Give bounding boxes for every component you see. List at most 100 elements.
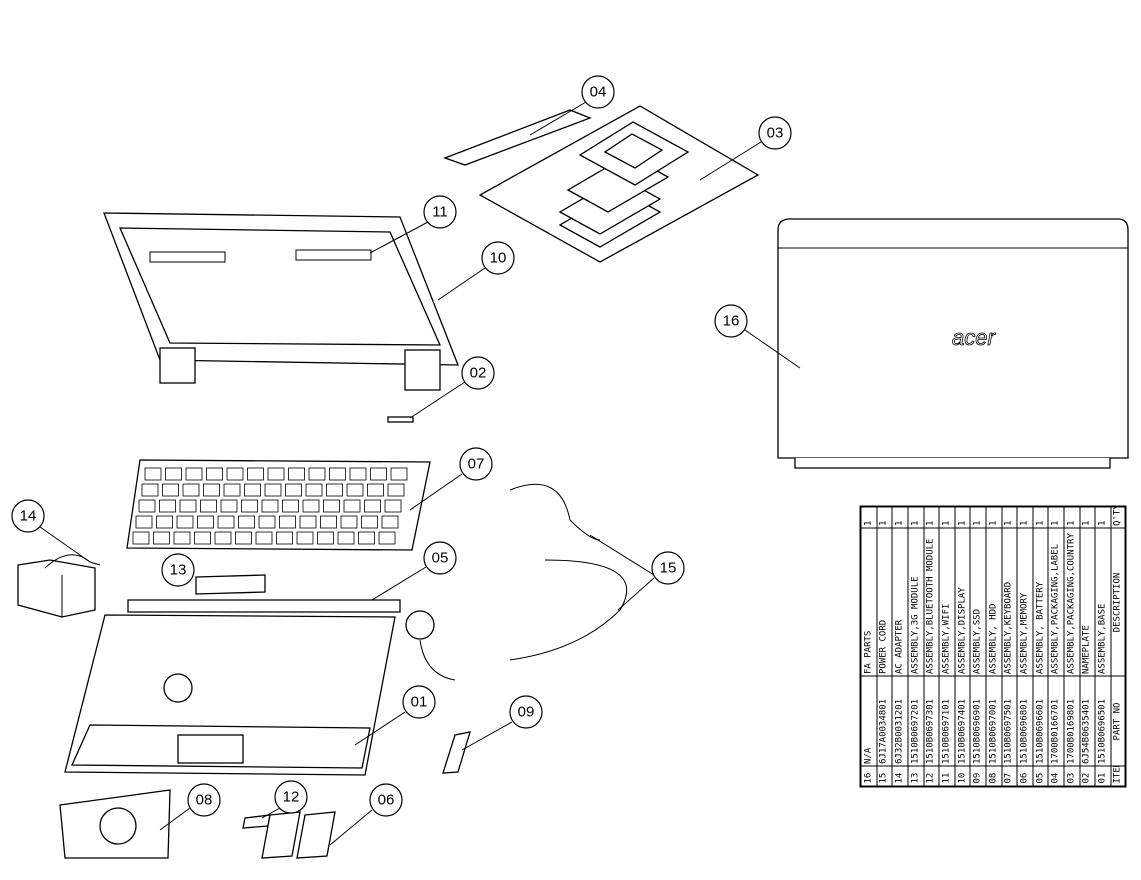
bom-cell-qty: 1: [876, 506, 893, 529]
keyboard-key: [337, 531, 355, 545]
keyboard-key: [223, 483, 241, 497]
bom-cell-description: ASSEMBLY,PACKAGING,LABEL: [1048, 528, 1064, 677]
keyboard-key: [305, 483, 323, 497]
part-06-memory: [261, 811, 336, 859]
bom-cell-qty: 1: [860, 506, 877, 529]
callout-04: 04: [581, 75, 615, 109]
keyboard-key: [132, 531, 150, 545]
bom-cell-part-no: 1510B0696601: [1032, 676, 1049, 767]
keyboard-key: [282, 499, 299, 513]
keyboard-key: [261, 499, 279, 513]
bom-cell-qty: 1: [1032, 506, 1049, 529]
svg-text:03: 03: [767, 125, 784, 142]
keyboard-key: [179, 499, 197, 513]
keyboard-key: [387, 483, 405, 497]
keyboard-key: [340, 515, 358, 529]
bom-cell-part-no: 1510B0697001: [985, 676, 1002, 767]
bom-cell-item: 06: [1017, 766, 1033, 787]
keyboard-key: [255, 531, 273, 545]
bom-cell-item: 03: [1063, 766, 1080, 787]
part-16-lid: acer: [777, 218, 1129, 469]
bom-cell-description: ASSEMBLY,3G MODULE: [907, 528, 924, 677]
part-05-battery: [127, 599, 435, 640]
svg-text:14: 14: [20, 508, 37, 525]
bom-cell-part-no: 1510B0697301: [923, 676, 940, 767]
keyboard-key: [299, 515, 317, 529]
keyboard-key: [367, 483, 384, 497]
callout-14: 14: [11, 499, 45, 533]
bom-cell-part-no: N/A: [860, 676, 877, 767]
keyboard-key: [267, 467, 285, 481]
part-09-ssd: [442, 731, 471, 774]
callout-13: 13: [161, 553, 195, 587]
keyboard-key: [176, 515, 194, 529]
svg-text:10: 10: [490, 250, 507, 267]
part-15-power-cord: [509, 483, 628, 661]
bom-cell-description: ASSEMBLY,BASE: [1095, 528, 1111, 677]
keyboard-key: [159, 499, 176, 513]
part-07-keyboard: [126, 459, 431, 551]
bom-cell-part-no: 6J54B0635401: [1079, 676, 1096, 767]
bom-cell-item: 05: [1032, 766, 1049, 787]
bom-cell-item: 02: [1079, 766, 1096, 787]
callout-07: 07: [459, 447, 493, 481]
svg-text:06: 06: [378, 792, 395, 809]
bom-cell-part-no: 1510B0697401: [954, 676, 971, 767]
keyboard-key: [264, 483, 282, 497]
svg-text:07: 07: [468, 456, 485, 473]
bom-cell-item: 09: [970, 766, 986, 787]
bom-cell-item: 07: [1001, 766, 1018, 787]
bom-cell-item: 13: [907, 766, 924, 787]
svg-text:11: 11: [432, 204, 448, 221]
keyboard-key: [162, 483, 179, 497]
bom-cell-description: ASSEMBLY,PACKAGING,COUNTRY KIT: [1063, 528, 1080, 677]
callout-16: 16: [714, 304, 748, 338]
svg-text:02: 02: [470, 365, 487, 382]
keyboard-key: [258, 515, 276, 529]
svg-text:04: 04: [590, 84, 607, 101]
keyboard-key: [238, 515, 255, 529]
bom-cell-qty: 1: [1048, 506, 1064, 529]
keyboard-key: [302, 499, 320, 513]
part-12-bluetooth-module: [242, 814, 271, 829]
keyboard-key: [214, 531, 232, 545]
keyboard-key: [323, 499, 340, 513]
keyboard-key: [276, 531, 293, 545]
keyboard-key: [203, 483, 220, 497]
keyboard-key: [241, 499, 258, 513]
svg-text:08: 08: [196, 792, 213, 809]
bom-cell-part-no: 1510B0696501: [1095, 676, 1111, 767]
keyboard-key: [370, 467, 387, 481]
bom-cell-item: 08: [985, 766, 1002, 787]
bom-cell-item: 11: [939, 766, 955, 787]
acer-logo: acer: [952, 325, 996, 350]
bom-cell-part-no: 6J32B0031201: [892, 676, 908, 767]
keyboard-key: [200, 499, 217, 513]
part-03-country-kit: [478, 105, 760, 263]
bom-cell-description: ASSEMBLY,SSD: [970, 528, 986, 677]
keyboard-key: [320, 515, 337, 529]
keyboard-key: [182, 483, 200, 497]
bom-cell-qty: 1: [907, 506, 924, 529]
callout-02: 02: [461, 356, 495, 390]
keyboard-key: [358, 531, 375, 545]
keyboard-key: [349, 467, 367, 481]
keyboard-key: [235, 531, 252, 545]
keyboard-key: [244, 483, 261, 497]
part-04-label: [443, 109, 592, 166]
keyboard-key: [217, 515, 235, 529]
bom-cell-description: AC ADAPTER: [892, 528, 908, 677]
bom-cell-description: NAMEPLATE: [1079, 528, 1096, 677]
part-14-ac-adapter: [17, 554, 101, 618]
keyboard-key: [220, 499, 238, 513]
keyboard-key: [138, 499, 156, 513]
keyboard-key: [361, 515, 378, 529]
bom-cell-description: ASSEMBLY,WIFI: [939, 528, 955, 677]
bom-cell-part-no: 1510B0696901: [970, 676, 986, 767]
keyboard-key: [135, 515, 153, 529]
